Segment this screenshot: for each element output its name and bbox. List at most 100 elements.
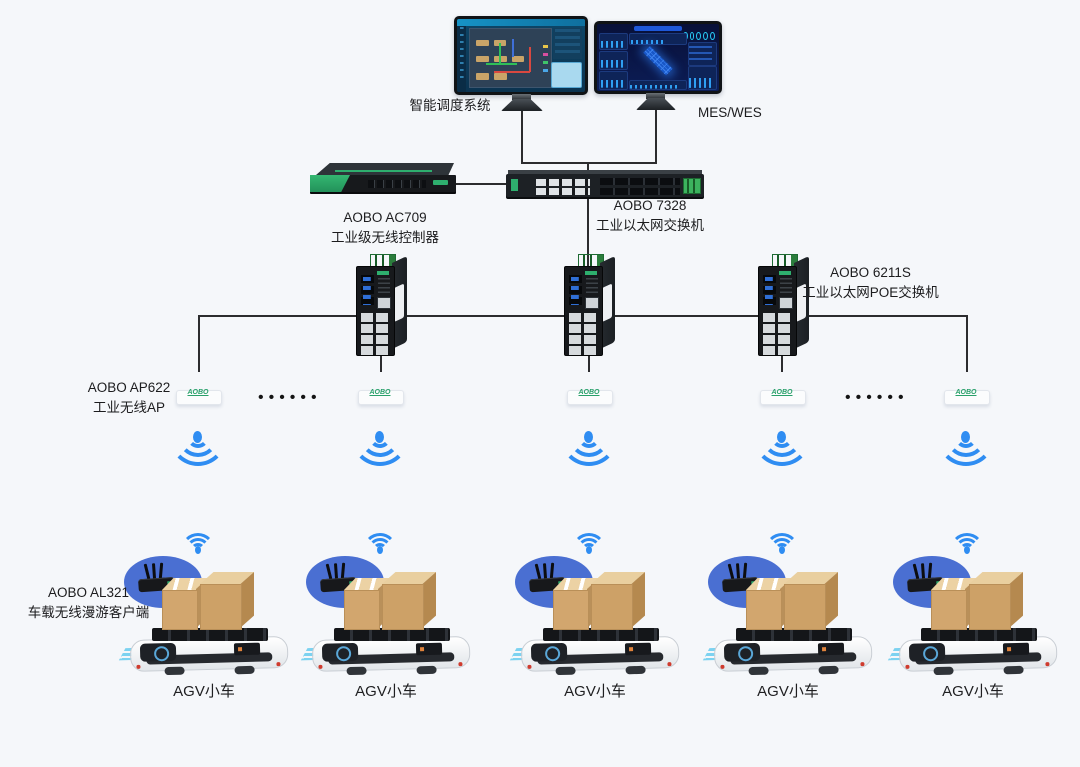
access-point-device [567,390,613,405]
wifi-signal-arc [955,538,979,562]
core-switch-model: AOBO 7328 [613,198,687,213]
box-top-face [746,578,792,590]
wireless-controller-device [306,160,460,204]
display-led [419,647,425,652]
core-switch-type: 工业以太网交换机 [596,218,704,234]
agv-group-1: AGV小车 [104,520,304,705]
dashboard-sidebar [457,25,466,92]
din-switch-front-panel [356,266,395,356]
display-led [1006,647,1012,652]
box-top-face [162,578,208,590]
agv-wheel [625,665,646,675]
antenna-icon [333,563,338,580]
agv-wifi-icon [360,524,400,556]
agv-wheel [818,665,839,675]
poe-switch-label: AOBO 6211S 工业以太网POE交换机 [778,263,963,304]
scheduler-dashboard-screen [457,19,585,92]
antenna-icon [151,563,156,580]
wifi-signal-dot [964,546,970,554]
rj45-port-cluster [361,313,389,355]
lidar-sensor-icon [153,646,170,662]
box-side-face [1009,572,1023,628]
antenna-icon [143,563,150,580]
agv-sensor-module [530,642,568,662]
cargo-boxes [551,564,663,632]
agv-label: AGV小车 [564,683,626,700]
controller-type: 工业级无线控制器 [331,230,439,246]
poe-switch-2 [560,254,618,356]
warning-led [276,662,280,666]
cargo-pallet [152,628,268,641]
antenna-icon [912,563,919,580]
wifi-signal-dot [779,546,785,554]
map-zone [476,39,490,47]
wifi-signal-icon-5 [931,431,1001,483]
legend-dot [543,60,549,65]
wifi-signal-icon-4 [747,431,817,483]
agv-wifi-icon [178,524,218,556]
sfp-ports [763,275,776,305]
lidar-sensor-icon [335,646,352,662]
rj45-port [377,297,391,309]
display-led [821,647,827,652]
access-point-device [944,390,990,405]
ellipsis-dots-right: •••••• [845,389,909,406]
monitor-stand-base [636,98,676,110]
warehouse-3d-view [643,46,673,76]
lidar-sensor-icon [922,646,939,662]
wifi-signal-arc [560,408,618,466]
module-slot-row [600,188,680,195]
ellipsis-dots-left: •••••• [258,389,322,406]
cable-monitor-left [521,109,523,164]
monitor-scheduler [454,16,588,95]
agv-wheel [748,666,769,676]
box-front-face [200,584,242,630]
monitor-bezel [454,16,588,95]
agv-display [1002,642,1030,656]
core-switch-device [506,170,704,200]
aobo-logo-text: AOBO [955,389,977,396]
wifi-signal-arc [753,408,811,466]
route-line-red [529,46,532,73]
box-front-face [553,590,589,630]
warehouse-map-panel [468,28,553,89]
box-side-face [422,572,436,628]
wifi-signal-arc [582,543,596,557]
route-line-red [494,71,531,74]
wifi-signal-arc [937,408,995,466]
box-front-face [382,584,424,630]
box-front-face [591,584,633,630]
agv-label: AGV小车 [355,683,417,700]
wifi-signal-arc [186,538,210,562]
led-indicator-labels [378,278,390,294]
legend-dot [543,44,549,48]
aobo-logo-mark [377,271,389,275]
wifi-signal-arc [775,543,789,557]
wifi-signal-arc [950,533,984,567]
aobo-logo-text: AOBO [187,389,209,396]
switch-top-face [508,170,702,175]
wifi-signal-arc [191,543,205,557]
cargo-pallet [334,628,450,641]
access-point-3: AOBO [567,388,613,405]
led-indicator-labels [780,278,792,294]
dashboard-toolbar [457,19,585,26]
mes-dashboard-screen [597,24,719,91]
rj45-port-cluster [569,313,597,355]
route-line-blue [512,38,515,58]
wifi-signal-arc [572,533,606,567]
agv-wheel [1003,665,1024,675]
green-tag [511,179,518,191]
mes-wes-label: MES/WES [698,105,762,120]
rj45-port-row [536,179,590,186]
access-point-1: AOBO [176,388,222,405]
legend-dot [543,52,549,57]
dashboard-title-bar [633,26,683,31]
antenna-icon [735,563,740,580]
wifi-signal-icon-3 [554,431,624,483]
warning-led [720,664,725,669]
box-top-face [784,572,838,584]
agv-sensor-module [723,642,761,662]
din-switch-front-panel [758,266,797,356]
box-top-face [553,578,599,590]
